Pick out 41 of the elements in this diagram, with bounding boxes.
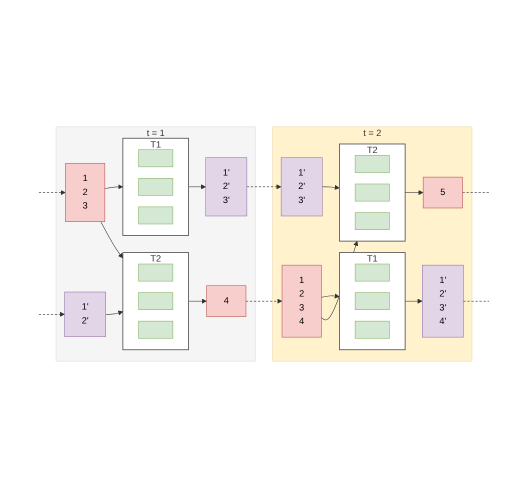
node-box — [64, 292, 106, 337]
arrow — [38, 312, 65, 317]
node-box — [354, 212, 390, 230]
node-box — [138, 206, 174, 224]
arrow — [100, 221, 124, 258]
node-box — [422, 264, 464, 338]
arrow — [188, 298, 207, 304]
arrow — [321, 294, 340, 298]
cluster — [338, 144, 406, 242]
connector — [462, 192, 490, 193]
node-box — [206, 285, 246, 317]
arrow — [246, 184, 282, 190]
arrow — [38, 190, 66, 196]
node-box — [354, 320, 390, 339]
node-box — [138, 292, 174, 310]
node-box — [138, 149, 174, 168]
arrow — [404, 298, 423, 304]
arrow — [188, 184, 206, 190]
connector — [463, 300, 490, 302]
node-box — [354, 184, 390, 202]
cluster — [122, 138, 190, 236]
node-box — [65, 163, 106, 222]
node-box — [422, 176, 463, 208]
node-box — [354, 264, 390, 282]
arrow — [322, 184, 340, 190]
cluster — [56, 126, 256, 362]
node-box — [138, 320, 174, 339]
cluster — [338, 252, 406, 350]
node-box — [282, 264, 322, 338]
node-box — [205, 157, 248, 216]
node-box — [138, 264, 174, 282]
cluster — [122, 252, 190, 350]
node-box — [354, 155, 390, 173]
arrow — [246, 298, 282, 304]
node-box — [354, 292, 390, 310]
node-box — [138, 178, 174, 196]
arrow — [104, 184, 124, 190]
node-box — [280, 157, 323, 216]
arrow — [105, 310, 124, 316]
cluster — [272, 126, 472, 362]
arrow — [404, 190, 424, 196]
